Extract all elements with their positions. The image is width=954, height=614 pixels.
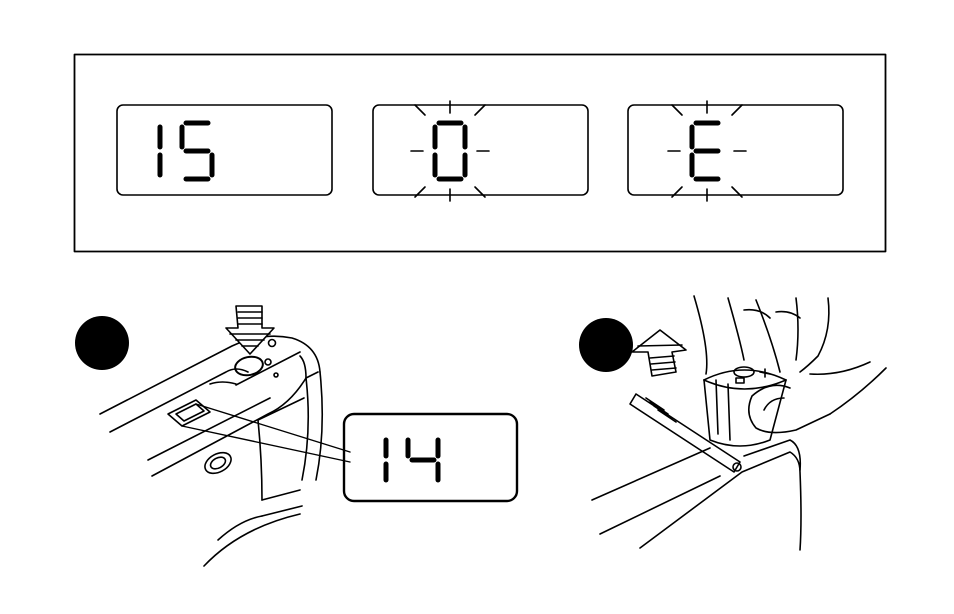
callout-lcd-digits xyxy=(386,440,438,480)
lcd-3-digits xyxy=(668,101,746,201)
lcd-2-digits xyxy=(411,101,489,201)
step-1-marker xyxy=(75,316,129,370)
lcd-window-1 xyxy=(117,105,332,195)
hand xyxy=(694,296,886,433)
lcd-window-2 xyxy=(373,105,588,195)
lcd-window-3 xyxy=(628,105,843,195)
lcd-1-digits xyxy=(160,123,212,179)
blink-ray xyxy=(672,105,682,115)
step-2-marker xyxy=(579,318,633,372)
blink-ray xyxy=(415,105,425,115)
lift-up-arrow-icon xyxy=(632,330,686,376)
blink-ray xyxy=(732,105,742,115)
blink-ray xyxy=(475,105,485,115)
camera-body-step-2 xyxy=(592,394,801,550)
camera-body-step-1 xyxy=(100,336,322,566)
press-down-arrow-icon xyxy=(226,306,274,354)
battery xyxy=(704,367,786,446)
